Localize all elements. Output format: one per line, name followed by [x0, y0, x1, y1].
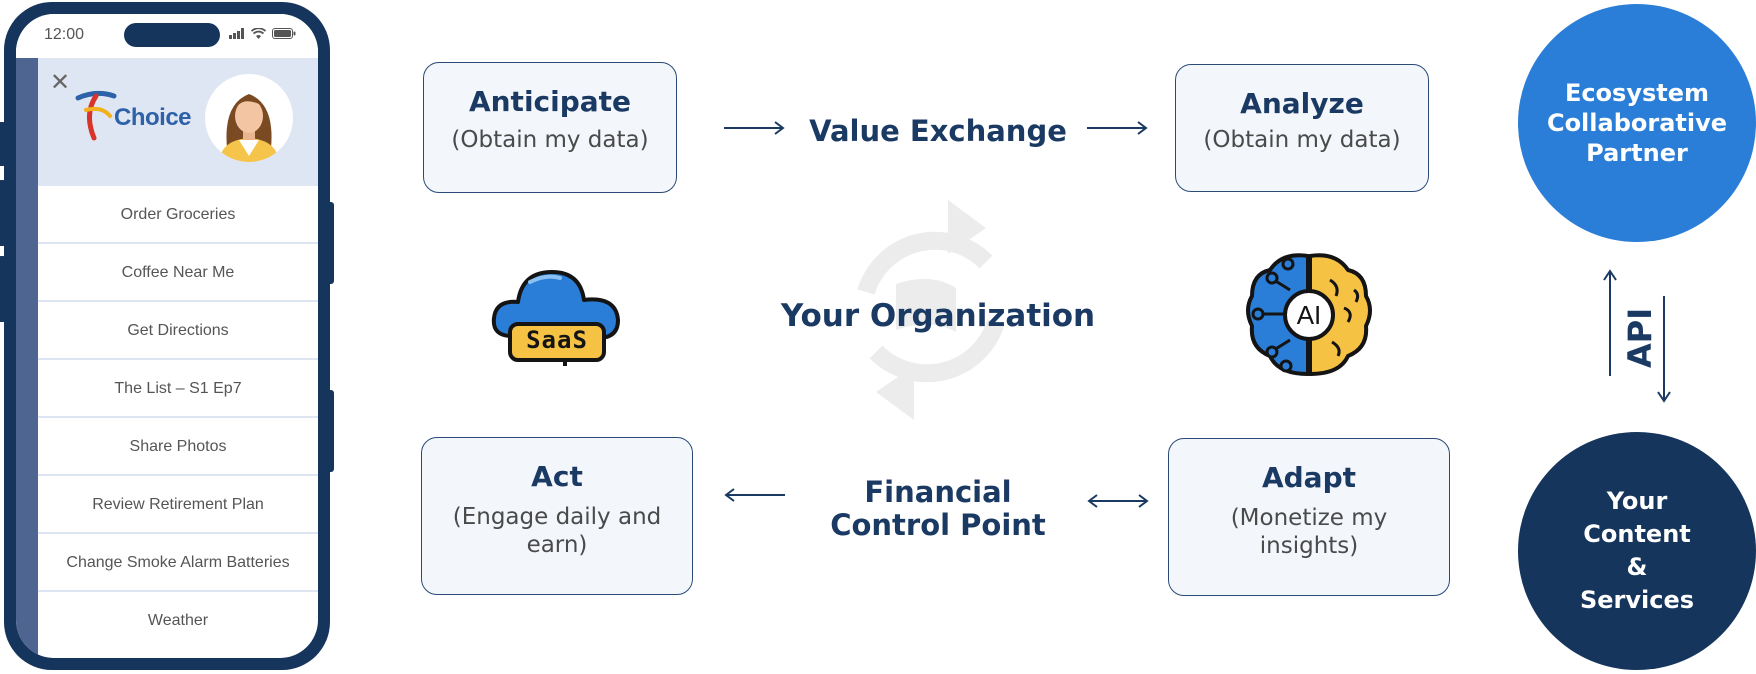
value-exchange-label: Value Exchange [809, 114, 1067, 148]
wifi-icon [251, 28, 266, 39]
ecosystem-partner-circle: Ecosystem Collaborative Partner [1518, 4, 1756, 242]
menu-item-change-smoke-alarm-batteries[interactable]: Change Smoke Alarm Batteries [38, 534, 318, 592]
menu-item-the-list[interactable]: The List – S1 Ep7 [38, 360, 318, 418]
adapt-box: Adapt (Monetize my insights) [1168, 438, 1450, 596]
signal-icon [229, 28, 244, 39]
phone-volume-up-button [0, 180, 6, 246]
arrow-left-icon [724, 488, 785, 502]
ecosystem-line-3: Partner [1586, 139, 1688, 167]
status-bar: 12:00 [16, 14, 318, 58]
ai-brain-icon: AI [1244, 250, 1374, 380]
content-services-label: Your Content & Services [1580, 485, 1694, 617]
ecosystem-line-2: Collaborative [1546, 109, 1728, 137]
menu-item-coffee-near-me[interactable]: Coffee Near Me [38, 244, 318, 302]
adapt-subtitle: (Monetize my insights) [1230, 505, 1388, 559]
act-box: Act (Engage daily and earn) [421, 437, 693, 595]
financial-line-1: Financial [864, 475, 1012, 509]
anticipate-subtitle: (Obtain my data) [451, 127, 649, 153]
phone-screen: 12:00 ✕ [16, 14, 318, 658]
phone-power-button [326, 202, 334, 284]
ecosystem-line-1: Ecosystem [1564, 79, 1710, 107]
content-line-1: Your [1606, 487, 1668, 515]
saas-label: SaaS [526, 326, 588, 354]
battery-icon [272, 28, 296, 39]
content-line-3: & [1626, 553, 1648, 581]
brain-icon [1246, 253, 1372, 376]
act-subtitle: (Engage daily and earn) [452, 504, 662, 558]
anticipate-box: Anticipate (Obtain my data) [423, 62, 677, 193]
analyze-title: Analyze [1240, 87, 1364, 120]
close-icon[interactable]: ✕ [50, 68, 71, 96]
act-title: Act [531, 460, 583, 493]
status-icons [229, 28, 296, 39]
content-line-4: Services [1579, 586, 1695, 614]
app-header: ✕ Choice [38, 58, 318, 186]
analyze-subtitle: (Obtain my data) [1203, 127, 1401, 153]
phone-side-button [0, 122, 6, 166]
choice-logo: Choice [74, 90, 192, 146]
financial-control-point-label: Financial Control Point [800, 476, 1076, 542]
cloud-icon [491, 270, 620, 366]
camera-notch [124, 23, 220, 47]
menu-item-get-directions[interactable]: Get Directions [38, 302, 318, 360]
adapt-title: Adapt [1261, 461, 1357, 494]
cycle-watermark-icon [857, 200, 1005, 420]
app-menu: Order Groceries Coffee Near Me Get Direc… [38, 186, 318, 650]
user-avatar-icon [219, 94, 279, 162]
ecosystem-partner-label: Ecosystem Collaborative Partner [1547, 78, 1727, 168]
content-line-2: Content [1583, 520, 1691, 548]
arrow-right-icon-2 [1087, 121, 1148, 135]
saas-cloud-icon: SaaS [490, 262, 622, 368]
analyze-box: Analyze (Obtain my data) [1175, 64, 1429, 192]
menu-item-order-groceries[interactable]: Order Groceries [38, 186, 318, 244]
financial-line-2: Control Point [830, 508, 1046, 542]
anticipate-title: Anticipate [468, 85, 632, 118]
content-services-circle: Your Content & Services [1518, 432, 1756, 670]
menu-item-share-photos[interactable]: Share Photos [38, 418, 318, 476]
api-down-arrow-icon [1657, 296, 1671, 403]
choice-logo-mark [75, 90, 117, 141]
logo-text: Choice [114, 104, 192, 131]
api-up-arrow-icon [1603, 269, 1617, 376]
phone-mockup: 12:00 ✕ [0, 2, 334, 670]
arrow-right-icon [724, 121, 785, 135]
your-organization-label: Your Organization [780, 298, 1096, 334]
menu-item-weather[interactable]: Weather [147, 612, 209, 629]
ai-label: AI [1296, 300, 1322, 330]
user-avatar[interactable] [205, 74, 293, 162]
phone-power-button-2 [326, 390, 334, 472]
api-label: API [1621, 307, 1659, 368]
status-time: 12:00 [44, 26, 85, 43]
arrow-bidirectional-icon [1087, 494, 1149, 508]
phone-volume-down-button [0, 256, 6, 322]
menu-item-review-retirement-plan[interactable]: Review Retirement Plan [38, 476, 318, 534]
side-panel-edge [16, 58, 38, 658]
